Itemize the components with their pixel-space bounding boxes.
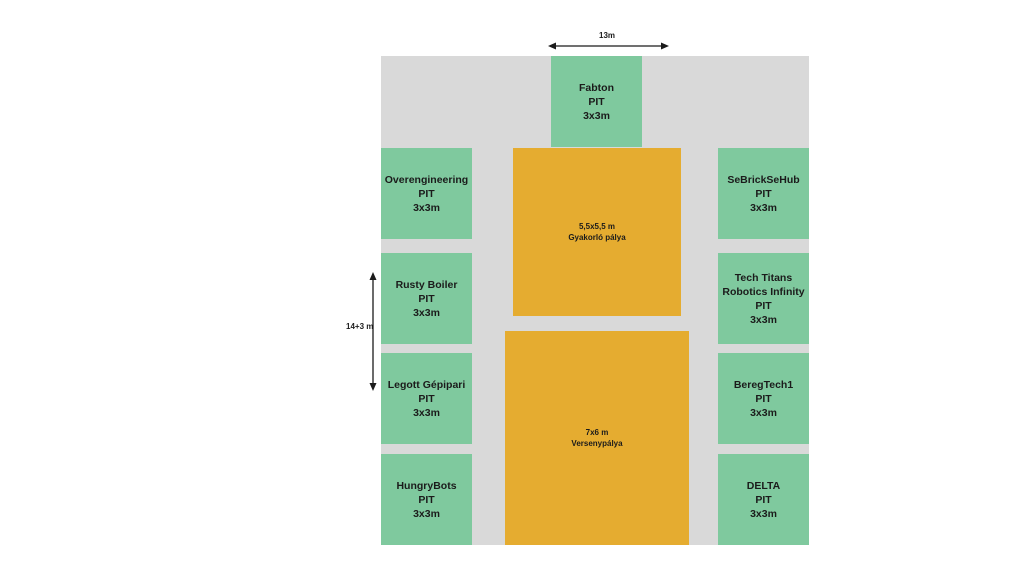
pit-overengineering: Overengineering PIT 3x3m	[381, 148, 472, 239]
pit-type: PIT	[755, 493, 772, 506]
field-size: 7x6 m	[585, 428, 609, 437]
pit-size: 3x3m	[583, 109, 610, 122]
field-size: 5,5x5,5 m	[578, 222, 616, 231]
pit-sebrickseHub: SeBrickSeHub PIT 3x3m	[718, 148, 809, 239]
pit-beregtech1: BeregTech1 PIT 3x3m	[718, 353, 809, 444]
pit-name: Legott Gépipari	[387, 378, 466, 391]
pit-type: PIT	[418, 392, 435, 405]
pit-type: PIT	[418, 292, 435, 305]
pit-size: 3x3m	[413, 406, 440, 419]
pit-size: 3x3m	[750, 201, 777, 214]
pit-type: PIT	[755, 299, 772, 312]
pit-name: BeregTech1	[733, 378, 794, 391]
pit-delta: DELTA PIT 3x3m	[718, 454, 809, 545]
pit-type: PIT	[418, 493, 435, 506]
pit-type: PIT	[755, 392, 772, 405]
competition-field: 7x6 m Versenypálya	[505, 331, 689, 545]
pit-name: Rusty Boiler	[395, 278, 458, 291]
pit-type: PIT	[755, 187, 772, 200]
pit-fabton: Fabton PIT 3x3m	[551, 56, 642, 147]
pit-hungrybots: HungryBots PIT 3x3m	[381, 454, 472, 545]
pit-tech-titans: Tech Titans Robotics Infinity PIT 3x3m	[718, 253, 809, 344]
height-arrow-head-top	[369, 272, 377, 280]
pit-size: 3x3m	[750, 507, 777, 520]
pit-size: 3x3m	[750, 406, 777, 419]
pit-name-line2: Robotics Infinity	[722, 285, 805, 298]
field-name: Gyakorló pálya	[568, 233, 626, 242]
pit-name: SeBrickSeHub	[727, 173, 800, 186]
width-arrow-head-right	[661, 42, 669, 50]
pit-rusty-boiler: Rusty Boiler PIT 3x3m	[381, 253, 472, 344]
pit-name: Overengineering	[384, 173, 469, 186]
pit-size: 3x3m	[413, 507, 440, 520]
practice-field: 5,5x5,5 m Gyakorló pálya	[513, 148, 681, 316]
height-arrow-head-bottom	[369, 383, 377, 391]
pit-type: PIT	[418, 187, 435, 200]
pit-name-line1: Tech Titans	[734, 271, 793, 284]
pit-name: Fabton	[579, 81, 614, 94]
pit-legott-gepipari: Legott Gépipari PIT 3x3m	[381, 353, 472, 444]
field-name: Versenypálya	[571, 439, 623, 448]
pit-size: 3x3m	[413, 201, 440, 214]
height-label: 14+3 m	[346, 322, 374, 331]
pit-type: PIT	[588, 95, 605, 108]
pit-size: 3x3m	[413, 306, 440, 319]
pit-name: DELTA	[746, 479, 781, 492]
pit-size: 3x3m	[750, 313, 777, 326]
width-arrow-head-left	[548, 42, 556, 50]
width-label: 13m	[599, 31, 616, 40]
pit-name: HungryBots	[396, 479, 457, 492]
